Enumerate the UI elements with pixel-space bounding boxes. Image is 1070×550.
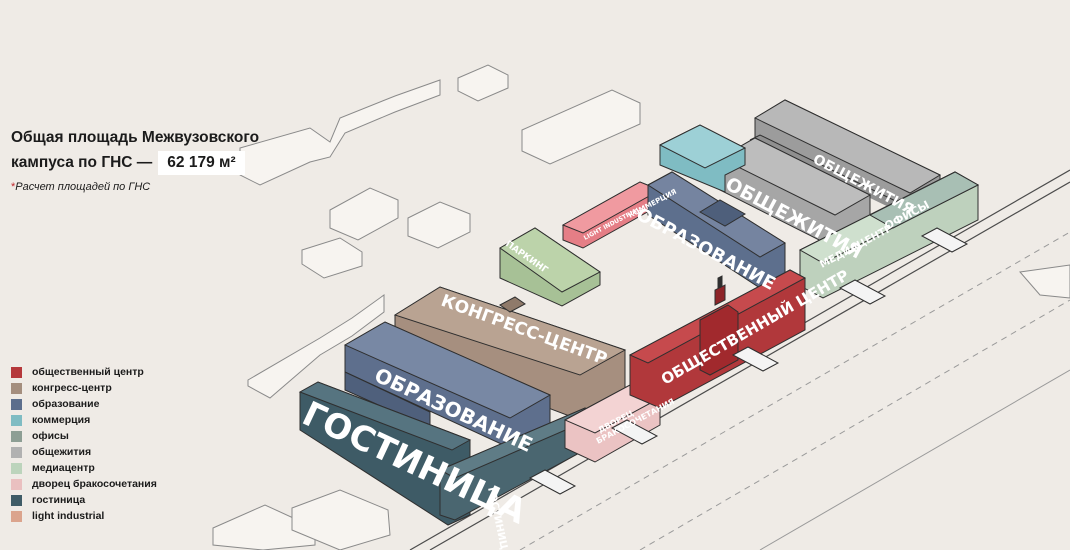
legend-label: дворец бракосочетания (32, 478, 157, 490)
legend-swatch (11, 494, 22, 506)
legend-swatch (11, 414, 22, 426)
legend-label: образование (32, 398, 100, 410)
context-building (457, 64, 509, 102)
legend-item-light: light industrial (11, 508, 157, 524)
area-title-line-2: кампуса по ГНС — (11, 154, 153, 171)
context-buildings (212, 64, 1070, 550)
legend-item-education: образование (11, 396, 157, 412)
legend-swatch (11, 382, 22, 394)
legend-item-hotel: гостиница (11, 492, 157, 508)
legend-swatch (11, 398, 22, 410)
legend-swatch (11, 366, 22, 378)
building-parking (499, 227, 601, 307)
legend-item-dorms: общежития (11, 444, 157, 460)
area-title: Общая площадь Межвузовского кампуса по Г… (11, 125, 259, 175)
context-building (1019, 264, 1070, 299)
legend-item-public: общественный центр (11, 364, 157, 380)
area-title-line-1: Общая площадь Межвузовского (11, 129, 260, 146)
context-building (407, 201, 471, 249)
legend-swatch (11, 478, 22, 490)
legend-item-offices: офисы (11, 428, 157, 444)
legend-swatch (11, 462, 22, 474)
context-building (239, 79, 441, 186)
legend-item-congress: конгресс-центр (11, 380, 157, 396)
context-building (301, 237, 363, 279)
overpasses (528, 227, 969, 495)
total-area-value: 62 179 м² (158, 150, 245, 175)
legend: общественный центр конгресс-центр образова… (11, 364, 157, 524)
note-asterisk: * (11, 181, 16, 193)
note-text: Расчет площадей по ГНС (15, 181, 151, 193)
legend-label: коммерция (32, 414, 91, 426)
building-public-center (628, 269, 807, 409)
legend-label: общежития (32, 446, 92, 458)
context-building (521, 89, 641, 165)
legend-swatch (11, 430, 22, 442)
context-building (329, 187, 399, 241)
context-building (247, 294, 385, 399)
legend-label: light industrial (32, 510, 105, 522)
legend-item-commerce: коммерция (11, 412, 157, 428)
legend-swatch (11, 510, 22, 522)
legend-label: медиацентр (32, 462, 95, 474)
context-building (212, 504, 316, 550)
building-commerce-north (658, 124, 747, 193)
legend-label: офисы (32, 430, 69, 442)
building-hotel (298, 381, 602, 526)
legend-item-media: медиацентр (11, 460, 157, 476)
legend-label: конгресс-центр (32, 382, 112, 394)
legend-label: общественный центр (32, 366, 144, 378)
campus-buildings (298, 99, 980, 526)
area-note: *Расчет площадей по ГНС (11, 181, 150, 193)
building-education-west (343, 321, 552, 449)
legend-swatch (11, 446, 22, 458)
legend-item-wedding: дворец бракосочетания (11, 476, 157, 492)
legend-label: гостиница (32, 494, 86, 506)
context-building (291, 489, 391, 550)
